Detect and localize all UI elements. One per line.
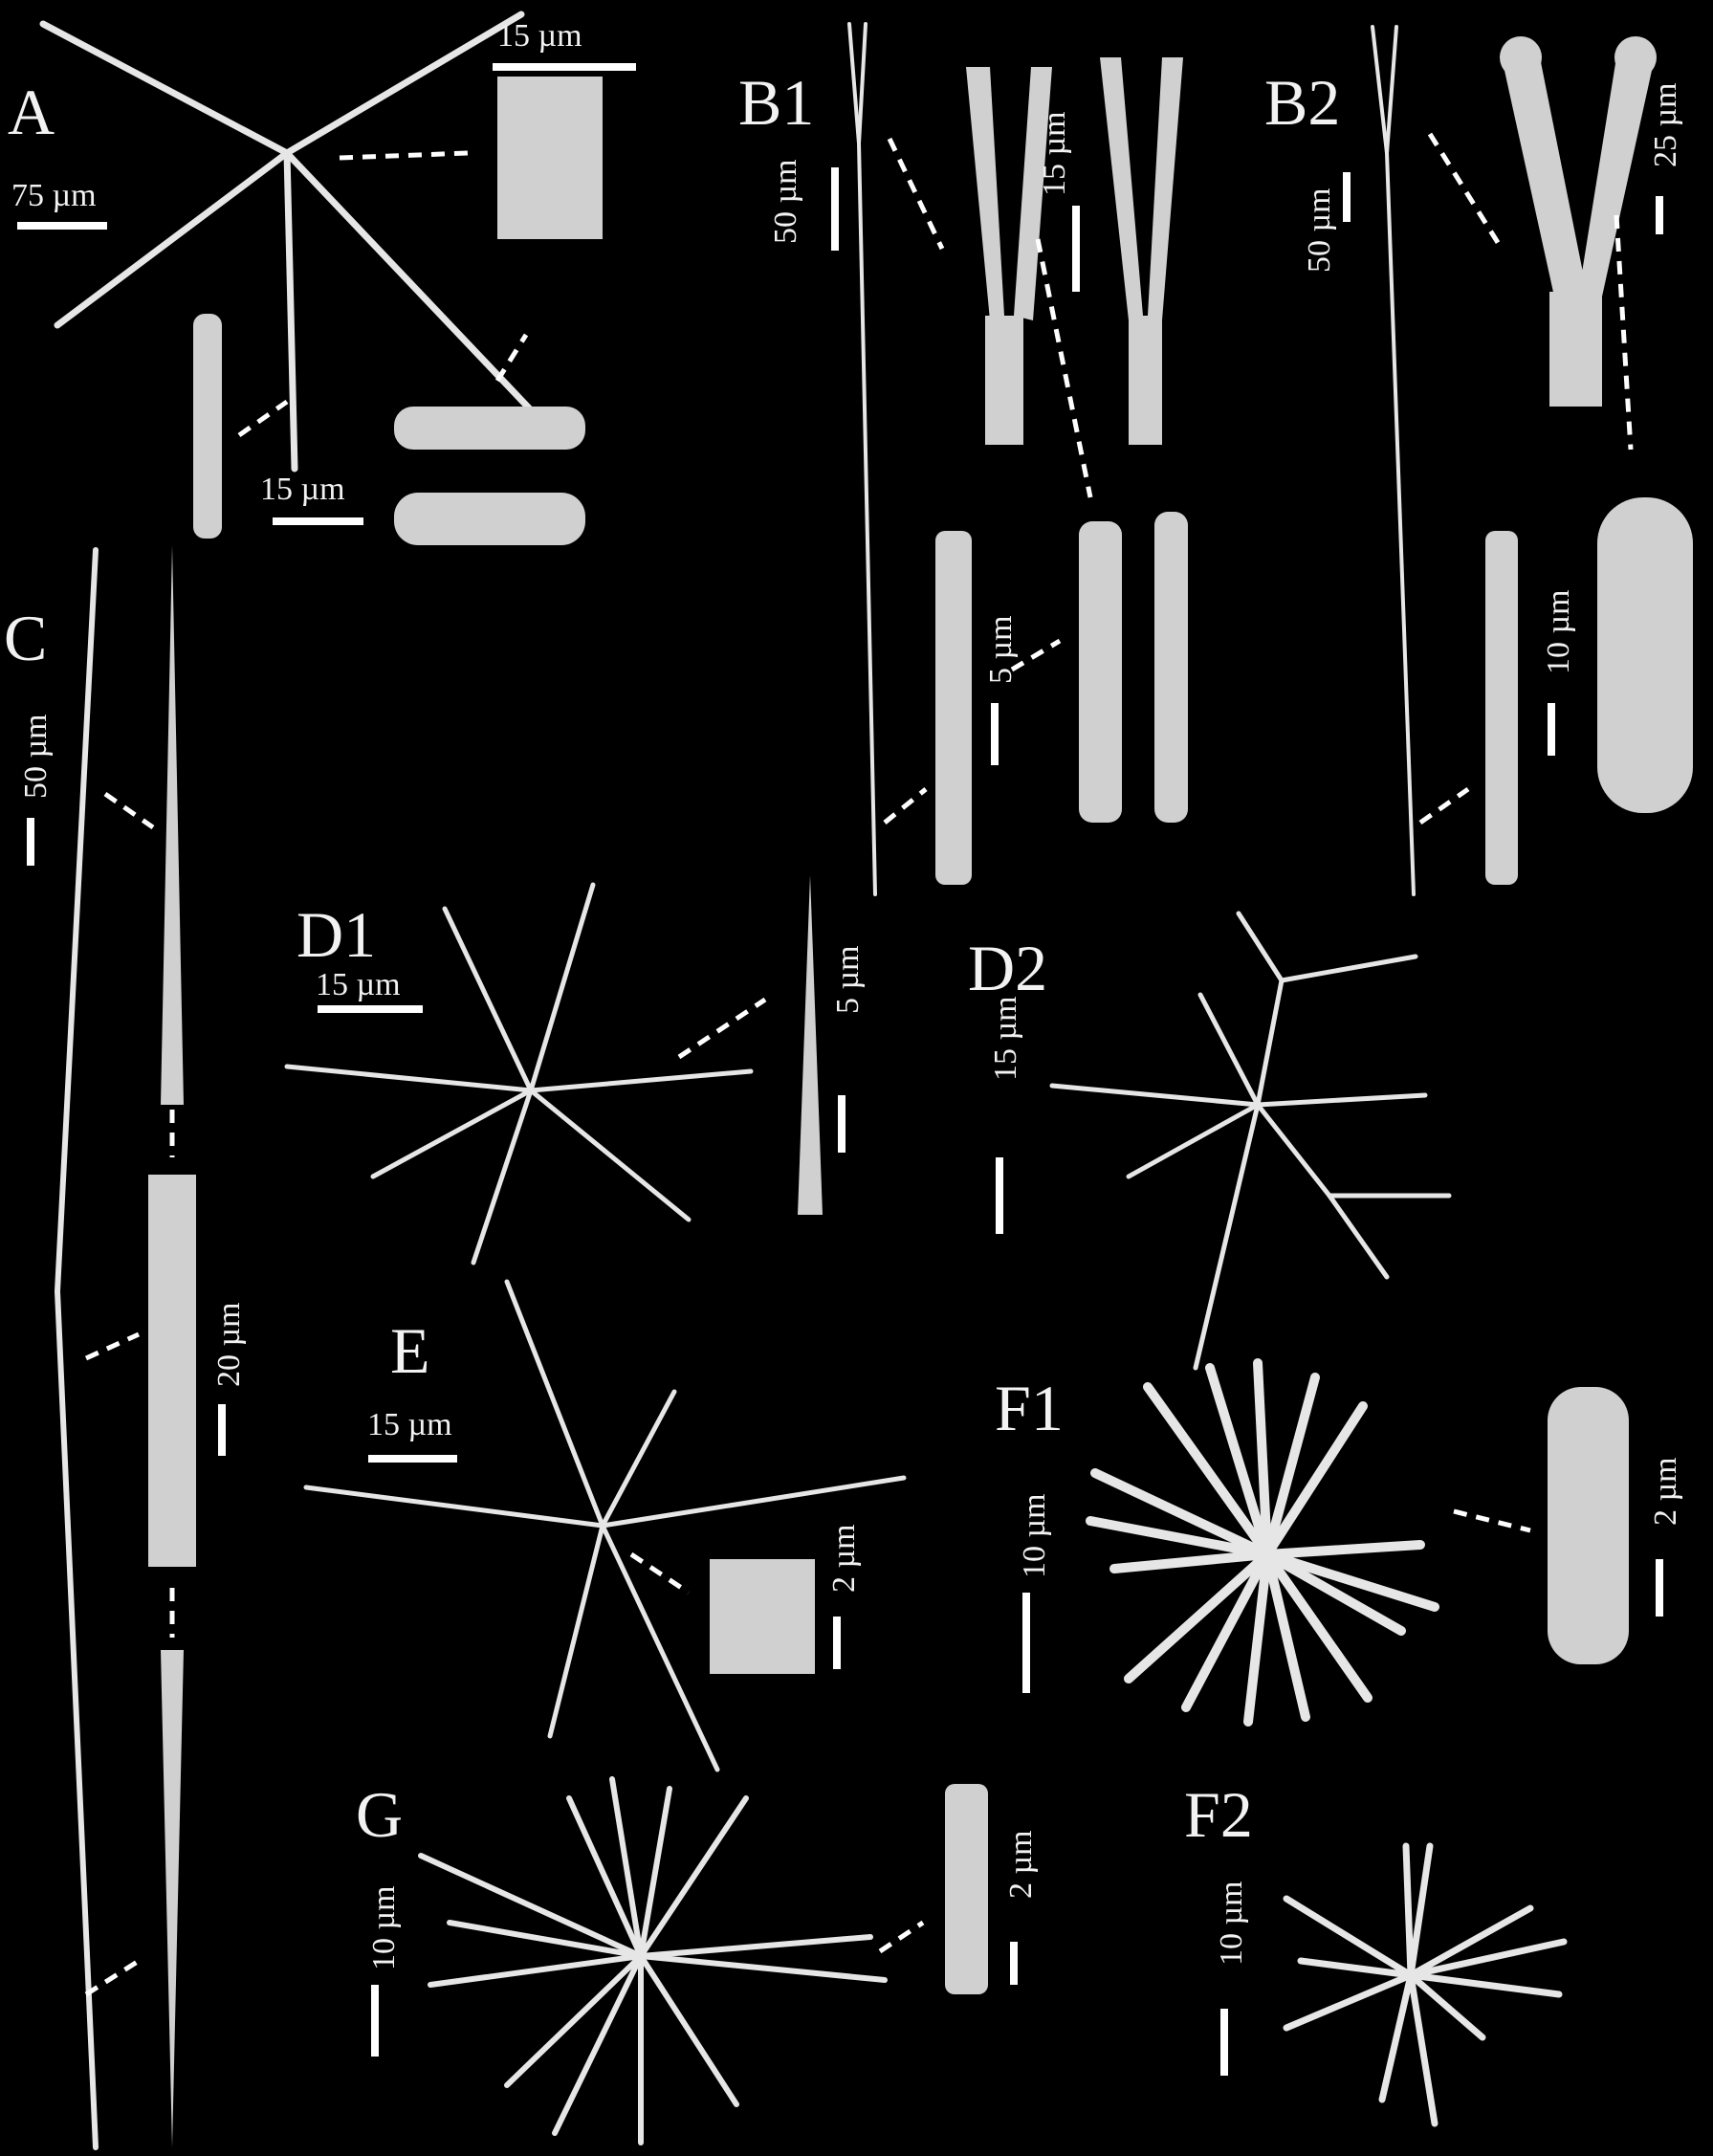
scale-label-c-main: 50 µm <box>18 714 54 799</box>
leader-c-middle <box>84 1331 141 1361</box>
scale-label-e: 15 µm <box>367 1407 452 1442</box>
inset-c-top <box>161 545 184 1105</box>
panel-f1: F1 10 µm 2 µm <box>995 1358 1683 1727</box>
panel-label-g: G <box>356 1778 403 1851</box>
panel-label-b1: B1 <box>738 66 814 139</box>
inset-b1-shaft <box>935 531 972 885</box>
scale-label-d2: 15 µm <box>988 996 1023 1081</box>
scale-label-f2: 10 µm <box>1214 1881 1249 1966</box>
discohexaster-g <box>418 1776 888 2145</box>
inset-d1-ray <box>798 875 823 1215</box>
panel-label-f1: F1 <box>995 1372 1064 1444</box>
leader-b1-shaft <box>883 787 928 825</box>
pentactine-spicule <box>39 11 559 473</box>
oxyhexactine-e <box>303 1279 907 1772</box>
oxyhexaster-d1 <box>284 882 754 1265</box>
scale-label-b1-fork: 15 µm <box>1037 111 1072 196</box>
discohexaster-f1 <box>1086 1358 1439 1727</box>
inset-b1-fork <box>966 57 1183 445</box>
panel-c: C 50 µm 20 µm <box>4 545 247 2150</box>
panel-d2: D2 15 µm <box>968 911 1452 1371</box>
leader-e <box>629 1551 691 1595</box>
inset-b2-tip <box>1597 497 1693 813</box>
scale-label-b2-tip: 10 µm <box>1541 589 1576 674</box>
panel-a: A 75 µm 15 µm 15 µm <box>8 11 636 545</box>
scale-label-d1-ray: 5 µm <box>830 945 866 1014</box>
scale-label-b2-main: 50 µm <box>1302 187 1337 273</box>
oxyhexactine-spicule-c <box>54 547 99 2150</box>
leader-d1 <box>677 997 767 1060</box>
leader-f1 <box>1453 1508 1531 1533</box>
panel-e: E 15 µm 2 µm <box>303 1279 907 1772</box>
inset-e-center <box>710 1559 815 1674</box>
panel-label-d2: D2 <box>968 932 1047 1004</box>
inset-c-middle <box>148 1175 196 1567</box>
scale-label-g-ray: 2 µm <box>1003 1830 1039 1899</box>
inset-g-ray <box>945 1784 988 1994</box>
panel-b2: B2 50 µm 25 µm 10 µm <box>1264 25 1693 896</box>
scale-label-a-tip: 15 µm <box>260 472 345 507</box>
leader-a-ray <box>237 399 289 438</box>
uncinate-spicule-b2 <box>1371 25 1416 896</box>
scale-label-g: 10 µm <box>366 1885 402 1970</box>
panel-label-d1: D1 <box>296 898 376 971</box>
leader-b2-shaft <box>1418 786 1470 825</box>
panel-label-a: A <box>8 76 55 148</box>
panel-f2: F2 10 µm <box>1184 1778 1568 2127</box>
inset-a-tip-1 <box>394 407 585 450</box>
leader-b1-spine <box>1010 638 1062 672</box>
panel-label-e: E <box>390 1314 430 1387</box>
leader-g <box>878 1920 925 1954</box>
inset-b1-tip-2 <box>1154 512 1188 823</box>
scale-label-a-main: 75 µm <box>11 178 97 213</box>
scale-label-b1-main: 50 µm <box>768 159 803 244</box>
inset-f1-ray <box>1548 1387 1629 1664</box>
leader-c-top <box>103 791 155 830</box>
scale-label-a-inset: 15 µm <box>497 18 582 54</box>
scale-label-f1: 10 µm <box>1017 1493 1052 1578</box>
inset-b1-tip-1 <box>1079 521 1122 823</box>
leader-b1-tip <box>1035 238 1093 498</box>
leader-a-tip <box>494 333 529 383</box>
uncinate-spicule-b1 <box>847 22 877 896</box>
leader-c-bottom <box>84 1958 141 1997</box>
scale-label-b2-fork: 25 µm <box>1648 82 1683 167</box>
scale-label-e-inset: 2 µm <box>826 1524 862 1593</box>
inset-a-ray-tip <box>193 314 222 539</box>
panel-label-c: C <box>4 602 47 674</box>
panel-label-f2: F2 <box>1184 1778 1253 1851</box>
inset-a-center <box>497 77 603 239</box>
scale-label-f1-ray: 2 µm <box>1648 1457 1683 1526</box>
scale-label-d1: 15 µm <box>316 967 401 1002</box>
inset-c-bottom <box>161 1650 184 2147</box>
inset-a-tip-2 <box>394 493 585 545</box>
discohexaster-f2 <box>1283 1842 1568 2127</box>
leader-b2-tip <box>1614 214 1634 451</box>
inset-b2-shaft <box>1485 531 1518 885</box>
panel-b1: B1 50 µm 15 µm 5 µm <box>738 22 1188 896</box>
leader-b1-fork <box>887 137 945 251</box>
oxyhexaster-d2 <box>1049 911 1452 1371</box>
panel-label-b2: B2 <box>1264 66 1340 139</box>
panel-g: G 10 µm 2 µm <box>356 1776 1039 2145</box>
panel-d1: D1 15 µm 5 µm <box>284 875 866 1265</box>
inset-b2-fork <box>1500 36 1657 407</box>
scale-label-b1-tip: 5 µm <box>983 615 1019 684</box>
scale-label-c-middle: 20 µm <box>211 1302 247 1387</box>
